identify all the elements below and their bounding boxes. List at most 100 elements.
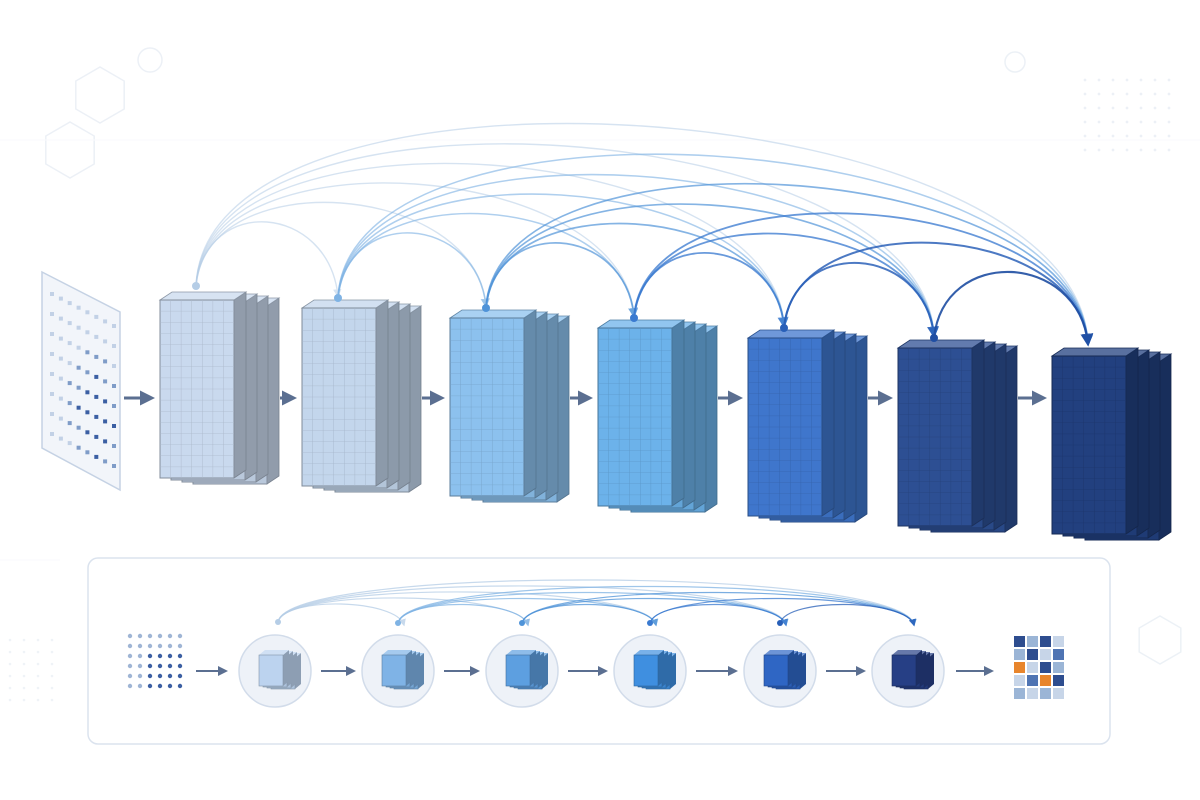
input-pixel [50, 372, 54, 376]
dense-connection-arc [337, 173, 939, 338]
background-dot [1083, 92, 1087, 96]
dense-connection-arc [633, 212, 1093, 347]
input-pixel [58, 296, 63, 301]
background-dot [50, 698, 54, 702]
input-pixel [94, 394, 99, 399]
input-dot [137, 633, 143, 639]
input-pixel [50, 412, 54, 416]
input-pixel [50, 332, 54, 336]
block-side-face [408, 305, 422, 493]
background-dot [36, 686, 40, 690]
input-pixel [103, 439, 108, 444]
input-dot [167, 683, 173, 689]
input-dot [147, 633, 153, 639]
input-pixel [50, 292, 54, 296]
input-pixel [85, 370, 90, 375]
background-dot [50, 650, 54, 654]
input-dot [157, 683, 163, 689]
dense-connection-arc [195, 182, 638, 318]
feature-block [448, 309, 571, 503]
background-dot [1153, 148, 1157, 152]
input-pixel [103, 319, 108, 324]
mini-block-top [506, 650, 536, 655]
input-pixel [103, 359, 108, 364]
background-dot [1167, 78, 1171, 82]
background-dot [1083, 78, 1087, 82]
background-dot [1097, 92, 1101, 96]
background-dot [22, 686, 26, 690]
background-dot [36, 638, 40, 642]
background-dot [1139, 134, 1143, 138]
block-side-face [1147, 351, 1161, 539]
background-dot [1139, 148, 1143, 152]
block-side-face [556, 315, 570, 503]
input-pixel [112, 424, 116, 428]
heatmap-cell [1014, 649, 1025, 660]
input-pixel [67, 341, 72, 346]
input-pixel [103, 339, 108, 344]
mini-block-top [634, 650, 664, 655]
feature-block [158, 291, 281, 485]
input-grid-icon [41, 270, 121, 492]
hexagon-icon [75, 66, 125, 124]
heatmap-cell [1027, 636, 1038, 647]
input-pixel [76, 425, 81, 430]
block-top-face [896, 339, 986, 349]
input-dot [137, 653, 143, 659]
block-side-face [682, 321, 696, 509]
mini-block-side [406, 650, 412, 686]
input-pixel [50, 392, 54, 396]
block-side-face [244, 293, 258, 481]
heatmap-cell [1027, 649, 1038, 660]
summary-panel-frame [87, 557, 1111, 745]
heatmap-cell [1014, 675, 1025, 686]
mini-block-face [505, 654, 531, 687]
dense-connection-arc [485, 182, 1093, 347]
input-pixel [76, 305, 81, 310]
input-pixel [94, 434, 99, 439]
input-dot [177, 683, 183, 689]
input-pixel [103, 399, 108, 404]
mini-block-side [283, 650, 289, 686]
input-pixel [94, 454, 99, 459]
input-pixel [112, 444, 116, 448]
input-pixel [85, 350, 90, 355]
input-dot [177, 673, 183, 679]
block-top-face [158, 291, 248, 301]
heatmap-cell [1014, 662, 1025, 673]
input-pixel [76, 365, 81, 370]
background-dot [1153, 92, 1157, 96]
heatmap-cell [1027, 675, 1038, 686]
background-dot [50, 674, 54, 678]
mini-block-face [381, 654, 407, 687]
input-pixel [85, 330, 90, 335]
input-dot [127, 663, 133, 669]
input-pixel [67, 441, 72, 446]
background-dot [8, 662, 12, 666]
mini-block-top [892, 650, 922, 655]
input-pixel [76, 445, 81, 450]
connection-origin-dot [630, 314, 638, 322]
connection-origin-dot [930, 334, 938, 342]
input-dot [167, 673, 173, 679]
block-side-face [534, 311, 548, 499]
input-pixel [112, 364, 116, 368]
input-dot [167, 643, 173, 649]
output-heatmap-icon [1014, 636, 1064, 699]
block-side-face [993, 343, 1007, 531]
dense-connection-arc [195, 122, 1092, 346]
input-pixel [50, 312, 54, 316]
feature-block [596, 319, 719, 513]
background-dot [8, 638, 12, 642]
background-dot [1139, 92, 1143, 96]
summary-node [743, 634, 817, 708]
block-top-face [596, 319, 686, 329]
background-dot [1125, 78, 1129, 82]
mini-connection-arc [779, 603, 916, 627]
input-dot [157, 673, 163, 679]
input-dot [157, 633, 163, 639]
background-dot [1125, 92, 1129, 96]
background-dot [1125, 120, 1129, 124]
background-dot [1097, 120, 1101, 124]
